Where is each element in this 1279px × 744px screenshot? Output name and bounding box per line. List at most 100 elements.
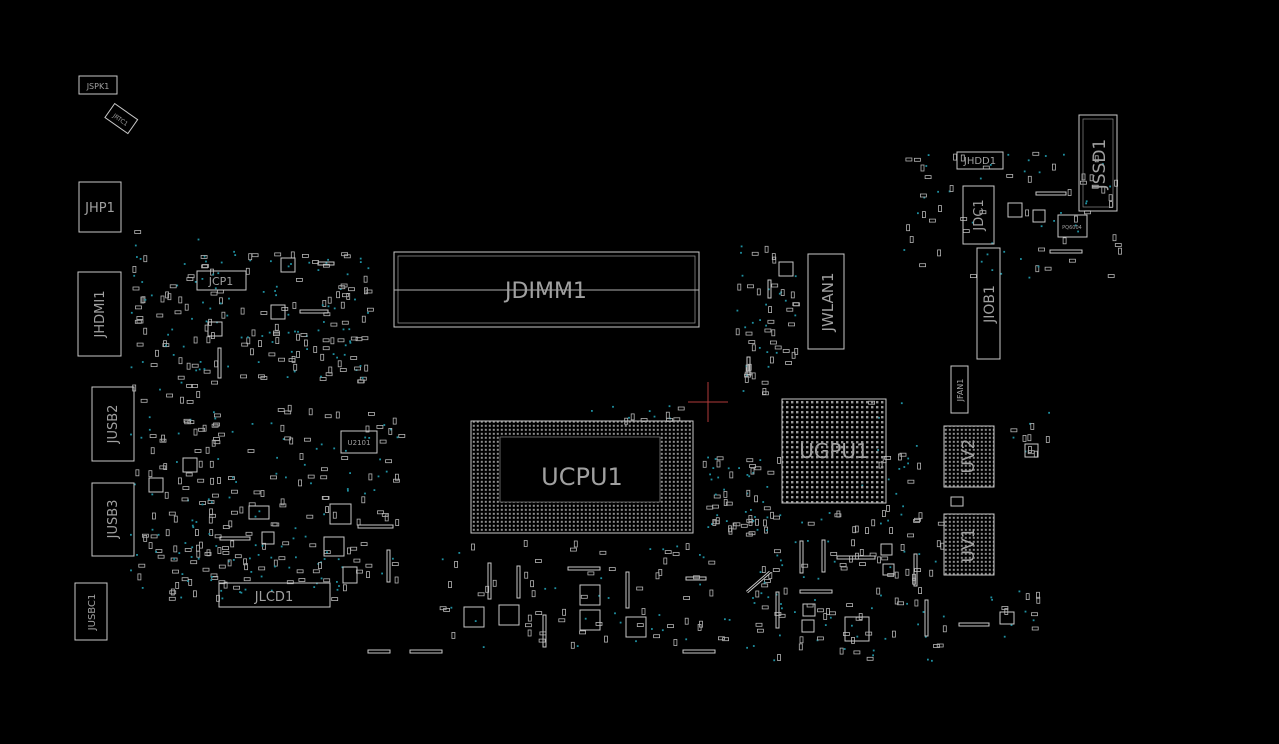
via — [359, 261, 362, 263]
via — [776, 554, 779, 557]
via — [349, 472, 351, 474]
via — [780, 603, 782, 605]
via — [211, 576, 213, 578]
smd-pad — [755, 590, 760, 598]
connector-jhdd1[interactable]: JHDD1 — [956, 151, 1004, 170]
connector-jhdmi1[interactable]: JHDMI1 — [77, 271, 122, 357]
jwlan1-label: JWLAN1 — [819, 273, 837, 333]
via — [338, 585, 340, 587]
connector-jcp1[interactable]: JCP1 — [196, 270, 247, 291]
via — [736, 309, 739, 312]
u2101-label: U2101 — [348, 439, 371, 447]
via — [346, 488, 349, 490]
connector-jspk1[interactable]: JSPK1 — [78, 75, 118, 95]
via — [751, 321, 754, 324]
connector-jlcd1[interactable]: JLCD1 — [218, 582, 331, 608]
via — [367, 312, 369, 314]
chip-ugpu1[interactable]: UGPU1 — [781, 398, 887, 504]
smd-pad — [1109, 201, 1113, 209]
chip-pq6004[interactable]: PQ6004 — [1057, 214, 1088, 238]
smd-pad — [783, 587, 788, 595]
via — [199, 361, 202, 363]
via — [240, 336, 243, 339]
via — [306, 348, 308, 350]
smd-pad — [664, 550, 672, 554]
smd-pad — [286, 580, 294, 585]
via — [257, 554, 260, 556]
via — [191, 519, 194, 522]
via — [210, 501, 213, 504]
smd-pad — [940, 542, 945, 550]
via — [714, 493, 717, 496]
via — [746, 492, 749, 495]
smd-pad — [206, 549, 211, 557]
via — [326, 551, 328, 554]
smd-pad — [357, 379, 365, 384]
smd-pad — [1036, 596, 1041, 604]
smd-pad — [300, 332, 308, 337]
smd-pad — [562, 608, 566, 616]
via — [320, 577, 323, 580]
via — [317, 269, 320, 271]
via — [337, 558, 340, 561]
smd-pad — [785, 361, 792, 365]
via — [915, 445, 918, 447]
via — [927, 154, 930, 156]
chip-u2101[interactable]: U2101 — [340, 430, 378, 454]
via — [361, 377, 364, 379]
smd-pad — [523, 540, 528, 547]
power-components — [148, 202, 1046, 642]
smd-pad — [392, 478, 400, 483]
smd-pad — [217, 547, 222, 554]
connector-jwlan1[interactable]: JWLAN1 — [807, 253, 845, 350]
connector-jusb2[interactable]: JUSB2 — [91, 386, 135, 462]
via — [336, 356, 338, 359]
connector-jrtc1[interactable]: JRTC1 — [104, 102, 139, 135]
smd-pad — [900, 544, 905, 551]
smd-pad — [212, 437, 220, 441]
smd-pad — [579, 630, 586, 635]
connector-jhp1[interactable]: JHP1 — [78, 181, 122, 233]
via — [219, 302, 222, 305]
via — [240, 591, 243, 594]
via — [212, 273, 215, 276]
smd-pad — [798, 643, 803, 651]
via — [215, 545, 218, 547]
smd-pad — [360, 542, 368, 546]
jcp1-label: JCP1 — [208, 275, 234, 288]
smd-pad — [761, 380, 769, 385]
connector-jdc1[interactable]: JDC1 — [962, 185, 995, 245]
smd-pad — [774, 345, 782, 350]
smd-pad — [852, 526, 857, 534]
smd-pad — [355, 337, 363, 342]
via — [249, 557, 251, 560]
smd-pad — [178, 296, 183, 304]
smd-pad — [320, 353, 325, 361]
connector-jusbc1[interactable]: JUSBC1 — [74, 582, 108, 641]
chip-uv1[interactable]: UV1 — [943, 513, 995, 576]
via — [202, 301, 204, 304]
smd-pad — [728, 527, 733, 535]
smd-pad — [379, 439, 387, 444]
smd-pad — [195, 544, 200, 552]
smd-pad — [196, 550, 201, 558]
via — [141, 361, 144, 363]
smd-pad — [239, 506, 244, 514]
via — [136, 256, 138, 258]
via — [220, 261, 223, 264]
smd-pad — [636, 586, 644, 591]
via — [741, 274, 744, 277]
smd-pad — [260, 490, 265, 497]
via — [778, 292, 781, 295]
chip-uv2[interactable]: UV2 — [943, 425, 995, 488]
connector-jiob1[interactable]: JIOB1 — [976, 247, 1001, 360]
connector-jdimm1[interactable]: JDIMM1 — [393, 251, 700, 328]
via — [304, 535, 307, 538]
via — [180, 381, 183, 384]
connector-jfan1[interactable]: JFAN1 — [950, 365, 969, 414]
smd-pad — [942, 625, 947, 633]
smd-pad — [353, 558, 361, 563]
chip-ucpu1[interactable]: UCPU1 — [470, 420, 694, 534]
connector-jusb3[interactable]: JUSB3 — [91, 482, 135, 557]
connector-jssd1[interactable]: JSSD1 — [1078, 114, 1118, 212]
